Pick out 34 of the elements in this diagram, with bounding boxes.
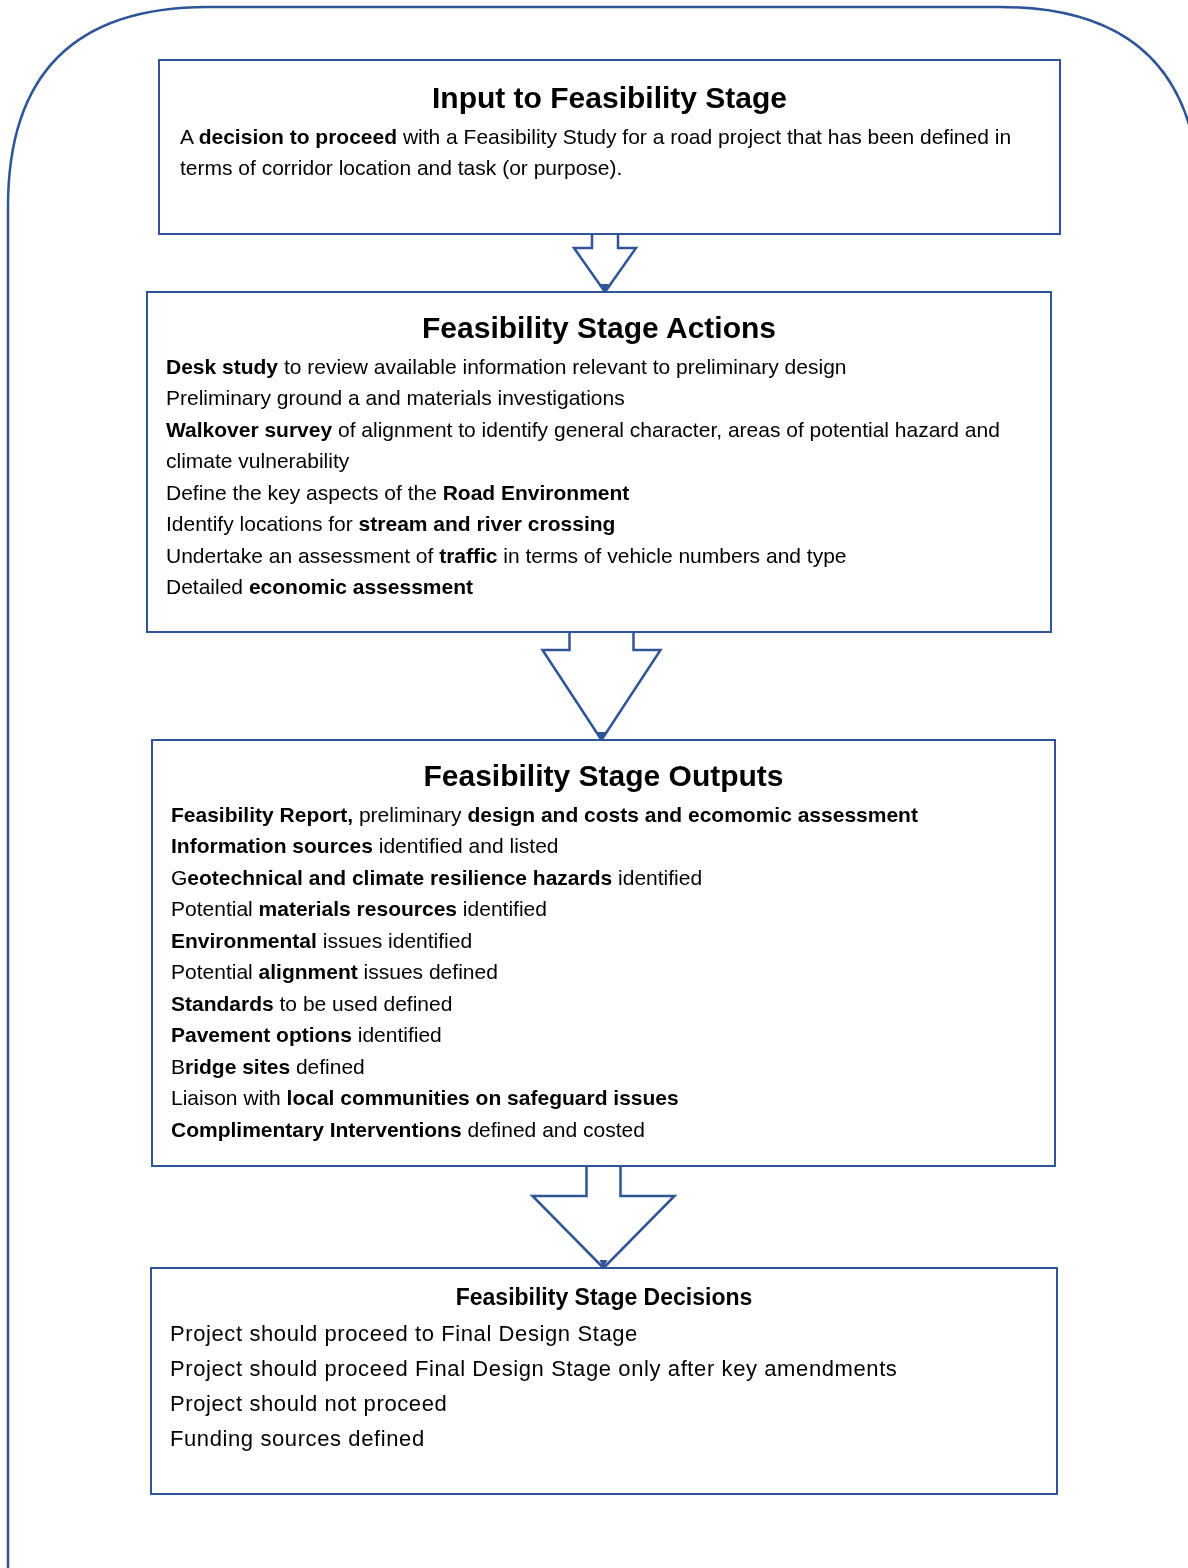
box-text: Bridge sites defined [171, 1053, 366, 1080]
box-text: Geotechnical and climate resilience hazards identified [171, 864, 704, 891]
box-text: Information sources identified and listed [171, 833, 560, 859]
box-text: Undertake an assessment of traffic in terms of vehicle numbers and type [166, 542, 848, 569]
box-text: Project should not proceed [170, 1390, 449, 1419]
box-heading: Feasibility Stage Decisions [454, 1283, 754, 1312]
box-text: Preliminary ground a and materials investigations [166, 385, 626, 411]
box-text: Detailed economic assessment [166, 574, 474, 600]
block-arrow [571, 232, 639, 294]
box-heading: Input to Feasibility Stage [430, 80, 788, 116]
process-box [151, 739, 1056, 1167]
box-text: Feasibility Report, preliminary design and costs and ecomomic assessment [171, 801, 919, 828]
box-text: Project should proceed to Final Design Stage [170, 1319, 639, 1348]
box-heading: Feasibility Stage Outputs [422, 758, 785, 794]
box-text: Project should proceed Final Design Stage only after key amendments [170, 1354, 899, 1383]
block-arrow [529, 1164, 678, 1270]
box-text: Funding sources defined [170, 1425, 426, 1454]
box-text: Potential materials resources identified [171, 896, 548, 922]
process-box [158, 59, 1061, 235]
process-box [146, 291, 1052, 633]
box-text: Complimentary Interventions defined and costed [171, 1116, 646, 1143]
box-text: Define the key aspects of the Road Environment [166, 479, 631, 506]
box-text: Walkover survey of alignment to identify general character, areas of potential hazard and climate vulnerability [166, 416, 1001, 474]
box-text: Pavement options identified [171, 1022, 443, 1048]
box-text: Potential alignment issues defined [171, 959, 499, 985]
box-text: Liaison with local communities on safeguard issues [171, 1085, 680, 1111]
process-box [150, 1267, 1058, 1495]
box-text: Standards to be used defined [171, 990, 454, 1017]
box-text: Environmental issues identified [171, 927, 474, 954]
box-text: Desk study to review available information relevant to preliminary design [166, 353, 848, 380]
box-text: Identify locations for stream and river crossing [166, 511, 617, 537]
box-text: A decision to proceed with a Feasibility Study for a road project that has been defined in terms of corridor location and task (or purpose). [180, 123, 1013, 181]
block-arrow [540, 630, 663, 742]
box-heading: Feasibility Stage Actions [421, 310, 777, 346]
